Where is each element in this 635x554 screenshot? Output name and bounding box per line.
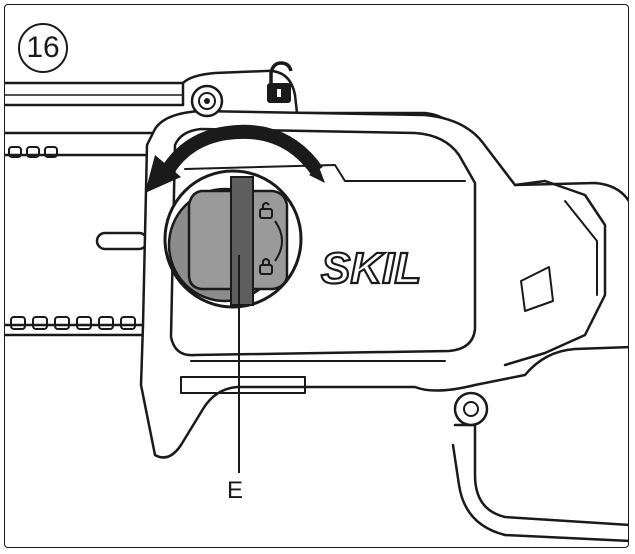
step-number: 16 xyxy=(26,31,60,64)
top-bolt xyxy=(190,84,224,118)
instruction-figure: SKIL xyxy=(4,4,629,548)
chainsaw-illustration: SKIL xyxy=(5,61,628,543)
pivot-bolt xyxy=(453,391,489,427)
saw-chain-top xyxy=(8,146,58,158)
callout-label-e: E xyxy=(227,477,244,504)
rear-handle xyxy=(503,179,607,367)
padlock-open-icon xyxy=(267,61,293,103)
brand-logo: SKIL xyxy=(321,244,421,293)
counterclockwise-arrow-icon xyxy=(145,124,325,193)
step-number-badge: 16 xyxy=(18,23,68,73)
body-panel xyxy=(169,127,477,357)
top-rail xyxy=(5,81,185,107)
chain-bar xyxy=(5,131,167,337)
chain-tension-knob xyxy=(163,169,303,309)
saw-chain-bottom xyxy=(10,316,136,330)
